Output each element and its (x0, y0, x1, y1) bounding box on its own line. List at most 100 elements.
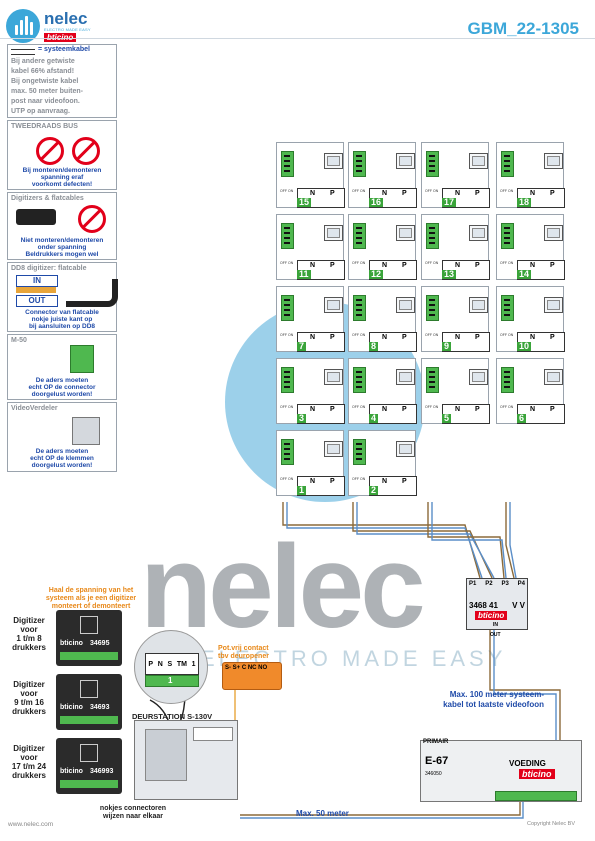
cable-line: Bij ongetwiste kabel (11, 78, 79, 85)
bus-line: spanning eraf (40, 174, 84, 181)
digitizer-label-line: drukkers (12, 707, 46, 716)
digitizer-label-line: Digitizer (13, 680, 45, 689)
unit-p: P (402, 190, 407, 197)
unit-p: P (475, 190, 480, 197)
port-label: P4 (517, 581, 525, 587)
distributor-in: IN (493, 622, 498, 628)
unit-number: 15 (297, 197, 312, 207)
door-station-title: DEURSTATION S-130V (132, 712, 213, 721)
no-voltage-icon (72, 137, 100, 165)
digitizer-label-line: voor (20, 689, 38, 698)
connector-note-line: wijzen naar elkaar (103, 813, 163, 820)
unit-number: 12 (369, 269, 384, 279)
cable-line: Bij andere getwiste (11, 58, 75, 65)
relay-module: S- S+ C NC NO (222, 662, 282, 690)
terminal-label: 1 (191, 660, 196, 668)
unit-number: 8 (369, 341, 379, 351)
unit-n: N (310, 262, 316, 269)
digitizers-title: Digitizers & flatcables (11, 195, 84, 202)
monitor-icon (469, 369, 488, 385)
connector-icon (426, 151, 439, 177)
distributor-icon (72, 417, 100, 445)
unit-number: 10 (517, 341, 532, 351)
digitizers-line: onder spanning (37, 244, 87, 251)
monitor-icon (324, 153, 343, 169)
unit-p: P (475, 406, 480, 413)
digitizer-label-line: 9 t/m 16 (14, 698, 44, 707)
cable-line: post naar videofoon. (11, 98, 80, 105)
monitor-icon (324, 441, 343, 457)
door-station (134, 720, 238, 800)
dd8-title: DD8 digitizer: flatcable (11, 265, 87, 272)
connector-icon (426, 367, 439, 393)
unit-p: P (550, 406, 555, 413)
monitor-icon (469, 297, 488, 313)
website: www.nelec.com (8, 821, 54, 828)
relay-terminals: S- S+ C NC NO (225, 665, 268, 671)
cable-line: kabel 66% afstand! (11, 68, 75, 75)
connector-icon (281, 439, 294, 465)
monitor-icon (324, 225, 343, 241)
document-code: GBM_22-1305 (467, 19, 579, 38)
connector-icon (353, 439, 366, 465)
cable-line: UTP op aanvraag. (11, 108, 71, 115)
digitizer-label-line: drukkers (12, 643, 46, 652)
monitor-icon (396, 441, 415, 457)
max-100m-label: Max. 100 meter systeem- kabel tot laatst… (392, 690, 544, 710)
terminal-label: P (148, 660, 154, 668)
unit-number: 11 (297, 269, 311, 279)
unit-p: P (330, 190, 335, 197)
digitizer-code: 34693 (90, 704, 110, 711)
digitizer-label-line: drukkers (12, 771, 46, 780)
m50-line: doorgelust worden! (31, 391, 93, 398)
connector-icon (501, 295, 514, 321)
unit-switch: OFF ON (352, 189, 366, 193)
monitor-icon (396, 225, 415, 241)
digitizer-brand: bticino (60, 768, 83, 775)
unit-switch: OFF ON (280, 333, 294, 337)
unit-n: N (455, 406, 461, 413)
connector-icon (281, 223, 294, 249)
unit-p: P (402, 334, 407, 341)
dd8-line: bij aansluiten op DD8 (28, 323, 96, 330)
connector-icon (501, 223, 514, 249)
note-two-wire-bus: TWEEDRAADS BUS Bij monteren/demonteren s… (7, 120, 117, 190)
unit-n: N (310, 190, 316, 197)
monitor-icon (469, 153, 488, 169)
unit-n: N (455, 334, 461, 341)
port-label: P1 (469, 581, 477, 587)
brand-tagline: ELECTRO MADE EASY (44, 27, 91, 32)
unit-switch: OFF ON (425, 333, 439, 337)
unit-p: P (550, 262, 555, 269)
unit-number: 13 (442, 269, 457, 279)
m50-title: M-50 (11, 337, 27, 344)
unit-p: P (475, 334, 480, 341)
unit-switch: OFF ON (280, 405, 294, 409)
unit-p: P (330, 334, 335, 341)
terminal-label: S (167, 660, 173, 668)
digitizer-code: 34695 (90, 640, 110, 647)
unit-n: N (382, 334, 388, 341)
monitor-icon (544, 369, 563, 385)
digitizer-label-line: Digitizer (13, 616, 45, 625)
m50-line: echt OP de connector (28, 384, 96, 391)
watermark-text: nelec (140, 521, 426, 653)
warning-line: systeem als je een digitizer (45, 595, 137, 602)
port-label: P3 (501, 581, 509, 587)
unit-p: P (475, 262, 480, 269)
unit-n: N (382, 262, 388, 269)
power-label: VOEDING (509, 759, 546, 768)
